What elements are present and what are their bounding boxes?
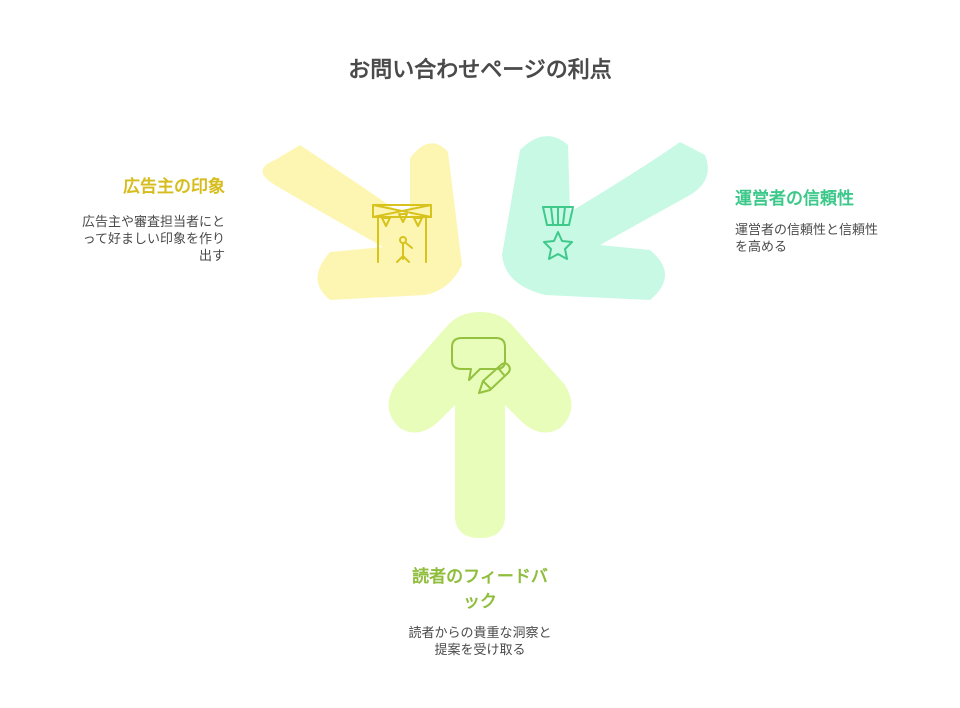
- bottom-description-line: 提案を受け取る: [434, 643, 526, 658]
- left-arrow: [262, 143, 462, 300]
- left-description-line: 広告主や審査担当者にと: [81, 215, 225, 230]
- bottom-description-line: 読者からの貴重な洞察と: [408, 626, 552, 641]
- medal-star-icon: [542, 206, 574, 260]
- left-heading: 広告主の印象: [123, 177, 225, 197]
- speech-bubble-pencil-icon: [451, 337, 511, 394]
- bottom-arrow: [388, 312, 572, 538]
- right-description-line: 運営者の信頼性と信頼性: [735, 223, 879, 238]
- left-description: 広告主や審査担当者にと って好ましい印象を作り 出す: [45, 214, 225, 265]
- left-description-line: 出す: [198, 249, 225, 264]
- page-title: お問い合わせページの利点: [348, 58, 612, 83]
- bottom-heading-line: 読者のフィードバ: [412, 567, 548, 587]
- right-description-line: を高める: [735, 240, 788, 255]
- bottom-description: 読者からの貴重な洞察と 提案を受け取る: [380, 625, 580, 659]
- stage-spotlight-icon: [372, 204, 432, 263]
- right-heading: 運営者の信頼性: [735, 189, 854, 209]
- bottom-heading: 読者のフィードバ ック: [390, 565, 570, 615]
- bottom-heading-line: ック: [463, 592, 497, 612]
- left-description-line: って好ましい印象を作り: [82, 232, 225, 247]
- right-arrow: [502, 136, 708, 300]
- right-description: 運営者の信頼性と信頼性 を高める: [735, 222, 915, 256]
